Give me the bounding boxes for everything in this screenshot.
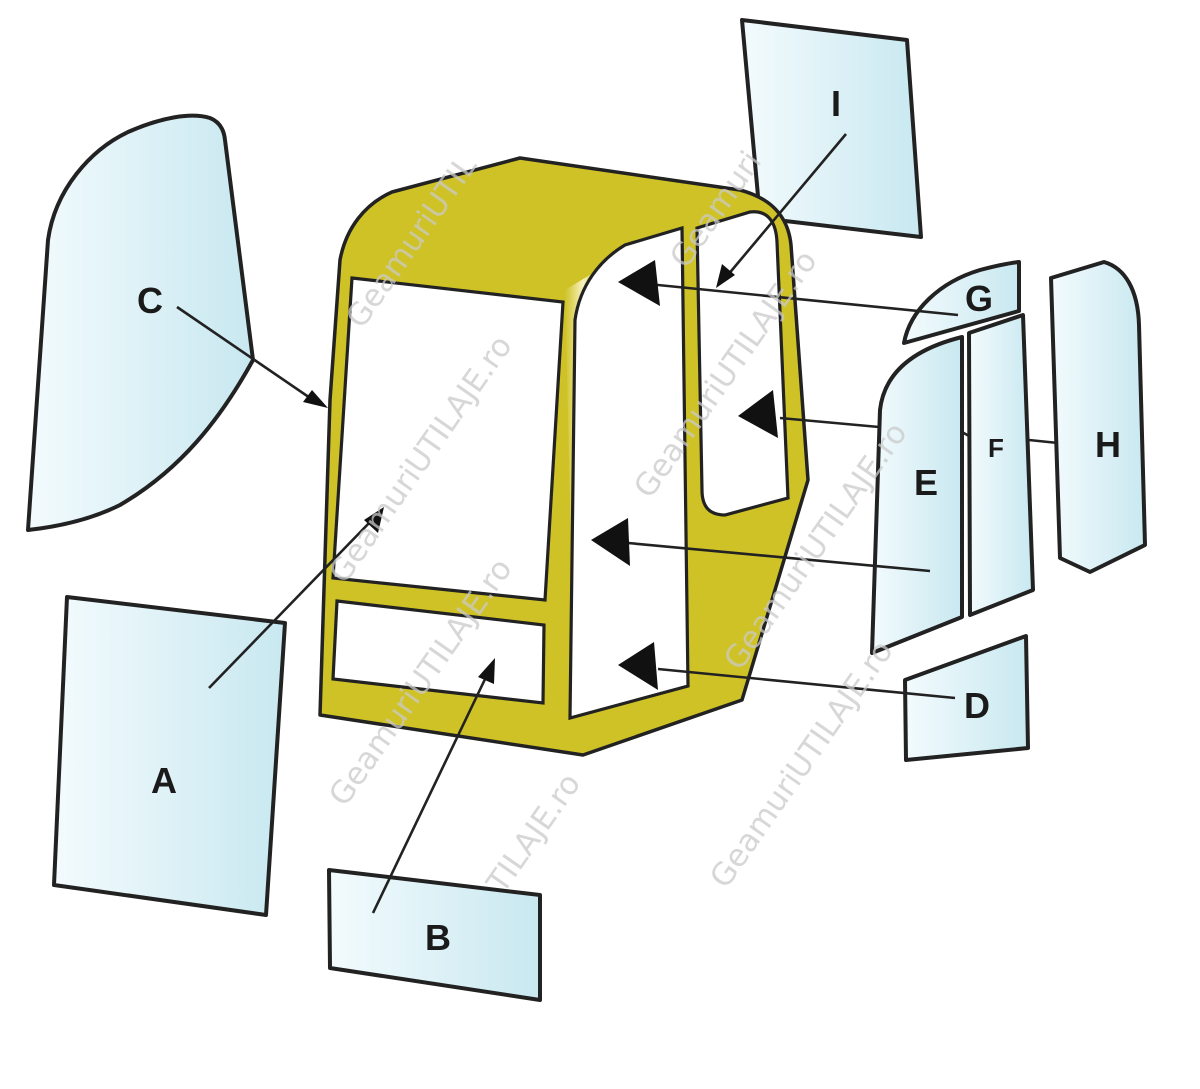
- label-e: E: [914, 462, 938, 503]
- arrow-line-d: [657, 667, 956, 700]
- arrow-line-ef-joint: [961, 430, 970, 438]
- arrow-head-c: [303, 390, 328, 408]
- glass-panel-d: [903, 634, 1030, 762]
- glass-panel-h: [1049, 260, 1147, 574]
- label-g: G: [965, 278, 993, 319]
- label-i: I: [831, 83, 841, 124]
- glass-panel-a: [52, 595, 287, 917]
- arrow-line-i: [726, 133, 847, 277]
- glass-panel-e: [870, 335, 964, 655]
- arrow-line-e: [627, 541, 931, 573]
- label-f: F: [988, 433, 1004, 463]
- arrow-head-d: [618, 642, 658, 690]
- cab-body: [318, 156, 810, 757]
- label-b: B: [425, 917, 451, 958]
- cab-rear-side-window: [695, 210, 790, 517]
- glass-panel-b: [327, 868, 542, 1002]
- arrow-line-g: [647, 282, 959, 317]
- glass-panel-c: [26, 113, 255, 532]
- pointer-arrows: [176, 133, 1059, 914]
- arrow-line-c: [176, 305, 317, 404]
- watermark-6: TILAJE.ro: [479, 767, 588, 901]
- arrow-head-a: [364, 507, 384, 533]
- arrow-head-e: [591, 518, 630, 566]
- arrow-line-a: [208, 519, 373, 689]
- arrow-line-h: [1028, 438, 1059, 445]
- arrow-head-i: [716, 264, 735, 288]
- arrow-line-ef: [779, 416, 880, 429]
- cab-front-upper-window: [331, 276, 565, 602]
- glass-panel-f: [967, 313, 1035, 617]
- arrow-line-b: [371, 674, 489, 914]
- label-h: H: [1095, 424, 1121, 465]
- cab-side-door-window: [568, 225, 690, 721]
- label-a: A: [151, 760, 177, 801]
- glass-panel-i: [740, 18, 923, 239]
- arrow-head-b: [478, 658, 495, 684]
- glass-panel-g: [902, 260, 1021, 345]
- arrow-head-g: [618, 260, 660, 306]
- label-c: C: [137, 280, 163, 321]
- panel-labels: C A B I G E F H D: [137, 83, 1121, 958]
- arrow-head-ef: [738, 390, 778, 438]
- label-d: D: [964, 685, 990, 726]
